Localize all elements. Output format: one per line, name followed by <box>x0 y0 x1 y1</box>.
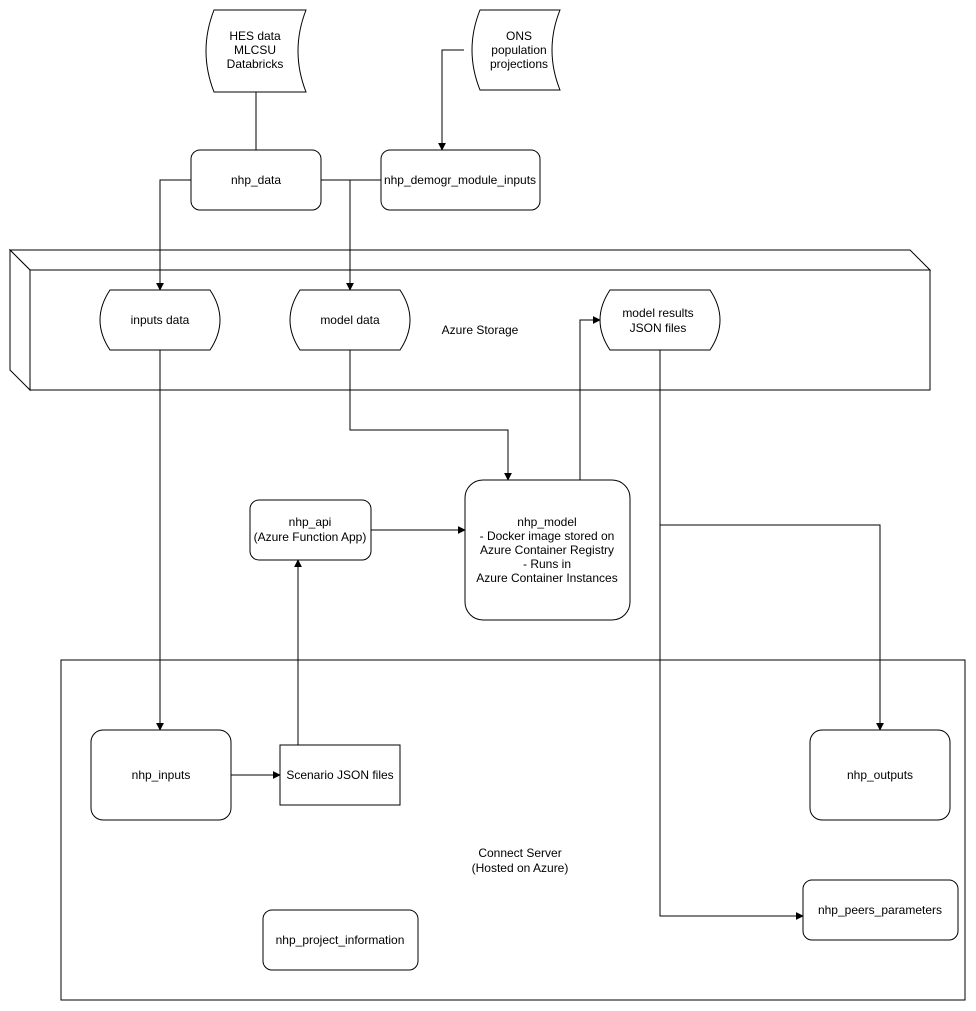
inputs-data-label: inputs data <box>131 313 190 327</box>
hes-data-source[interactable]: HES data MLCSU Databricks <box>205 9 307 93</box>
nhp-inputs-label: nhp_inputs <box>132 768 191 782</box>
nhp-data-process[interactable]: nhp_data <box>190 149 322 211</box>
ons-line2: population <box>491 43 546 57</box>
inputs-data-store[interactable]: inputs data <box>99 289 221 351</box>
scenario-json-files-node[interactable]: Scenario JSON files <box>279 744 401 806</box>
nhp-model-line4: - Runs in <box>523 557 571 571</box>
nhp-inputs-node[interactable]: nhp_inputs <box>90 729 232 821</box>
connect-server-label-line2: (Hosted on Azure) <box>472 861 569 875</box>
edge-results-to-peers <box>659 350 804 920</box>
edge-nhp-data-to-inputs-data <box>156 179 191 291</box>
nhp-project-information-label: nhp_project_information <box>276 933 405 947</box>
nhp-model-line5: Azure Container Instances <box>476 571 617 585</box>
nhp-outputs-label: nhp_outputs <box>847 768 913 782</box>
nhp-project-information-node[interactable]: nhp_project_information <box>262 909 419 971</box>
edges <box>156 49 884 920</box>
hes-line1: HES data <box>229 29 281 43</box>
connect-server-label-line1: Connect Server <box>478 846 561 860</box>
nhp-api-node[interactable]: nhp_api (Azure Function App) <box>249 499 372 561</box>
model-results-store[interactable]: model results JSON files <box>599 289 721 351</box>
edge-results-to-nhp-outputs <box>660 524 884 731</box>
connect-server-container: Connect Server (Hosted on Azure) <box>60 659 966 1001</box>
scenario-json-files-label: Scenario JSON files <box>286 768 393 782</box>
ons-line3: projections <box>490 57 548 71</box>
nhp-model-node[interactable]: nhp_model - Docker image stored on Azure… <box>464 479 631 621</box>
nhp-demogr-module-inputs-label: nhp_demogr_module_inputs <box>384 173 536 187</box>
model-data-label: model data <box>320 313 380 327</box>
ons-line1: ONS <box>506 29 532 43</box>
hes-line2: MLCSU <box>234 43 276 57</box>
model-results-line1: model results <box>622 306 693 320</box>
model-results-line2: JSON files <box>630 321 687 335</box>
nhp-data-label: nhp_data <box>231 173 281 187</box>
edge-model-data-to-nhp-model <box>349 350 512 481</box>
nhp-api-line2: (Azure Function App) <box>254 530 367 544</box>
nhp-model-line3: Azure Container Registry <box>480 543 614 557</box>
model-data-store[interactable]: model data <box>289 289 411 351</box>
nhp-peers-parameters-node[interactable]: nhp_peers_parameters <box>802 879 959 941</box>
hes-line3: Databricks <box>227 57 284 71</box>
ons-source[interactable]: ONS population projections <box>471 9 561 91</box>
nhp-peers-parameters-label: nhp_peers_parameters <box>818 903 942 917</box>
edge-ons-to-demogr <box>438 49 464 151</box>
nhp-model-line2: - Docker image stored on <box>480 529 615 543</box>
edge-nhp-model-to-results <box>579 316 601 480</box>
azure-storage-label: Azure Storage <box>442 323 519 337</box>
nhp-outputs-node[interactable]: nhp_outputs <box>809 729 951 821</box>
nhp-api-line1: nhp_api <box>289 515 332 529</box>
nhp-model-line1: nhp_model <box>517 515 576 529</box>
nhp-demogr-module-inputs-process[interactable]: nhp_demogr_module_inputs <box>380 149 541 211</box>
